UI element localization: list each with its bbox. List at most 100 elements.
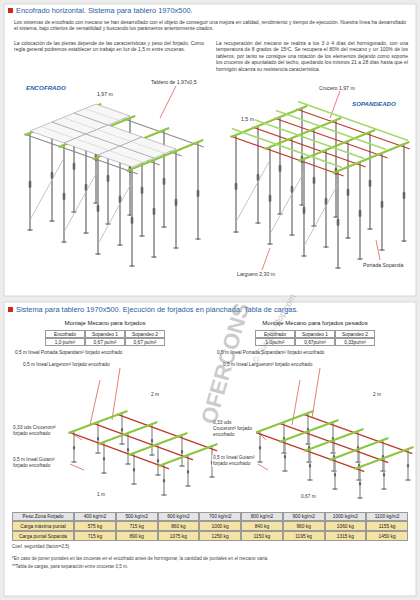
prop-collar — [153, 209, 156, 214]
leader-lines — [70, 86, 380, 470]
base-plate — [196, 239, 200, 240]
base-plate — [302, 256, 306, 257]
green-beam — [69, 411, 127, 433]
prop — [337, 172, 339, 268]
prop-collar — [369, 181, 372, 186]
table-value-cell: 1155 kg — [366, 521, 408, 531]
part-label: 1,5 m — [240, 116, 255, 122]
prop-collar — [73, 164, 76, 169]
base-plate — [118, 245, 122, 246]
green-beam — [99, 422, 157, 444]
table-header-cell: 600 kg/m2 — [158, 512, 200, 521]
base-plate — [290, 235, 294, 236]
prop — [334, 459, 335, 489]
prop — [335, 121, 337, 217]
prop-collar — [359, 211, 362, 216]
base-plate — [358, 498, 362, 499]
table-header-cell: Peso Zona Forjado — [12, 512, 74, 521]
callout-label: 1 m — [96, 492, 106, 498]
prop-collar — [347, 190, 350, 195]
prop-collar — [85, 185, 88, 190]
table-value-cell: 1060 kg — [325, 521, 367, 531]
prop-collar — [403, 193, 406, 198]
section-title: Encofrado horizontal. Sistema para table… — [16, 6, 396, 15]
green-beam — [129, 433, 187, 455]
prop — [309, 450, 310, 480]
prop — [151, 425, 152, 455]
prop-collar — [381, 202, 384, 207]
prop — [291, 139, 293, 235]
prop — [97, 423, 98, 453]
base-plate — [96, 254, 100, 255]
prop-collar — [97, 206, 100, 211]
table-value-cell: 575 kg — [74, 521, 116, 531]
panel — [4, 302, 416, 596]
table-header-cell: 800 kg/m2 — [241, 512, 283, 521]
table-header-cell: 400 kg/m2 — [74, 512, 116, 521]
table-value-cell: 1000 kg — [199, 521, 241, 531]
prop-collar — [107, 176, 110, 181]
base-plate — [358, 259, 362, 260]
view-heading: ENCOFRADO — [26, 84, 66, 91]
prop-collar — [235, 184, 238, 189]
table-value-cell: 1195 kg — [283, 531, 325, 541]
prop-collar — [141, 188, 144, 193]
prop-collar — [163, 480, 165, 482]
base-plate — [346, 238, 350, 239]
table-value-cell: 890 kg — [116, 531, 158, 541]
prop-collar — [175, 200, 178, 205]
prop — [157, 445, 158, 475]
table-cell: Encofrado — [45, 330, 85, 338]
prop-collar — [309, 465, 311, 467]
part-label: Tablero de 1,97x0,5 — [150, 79, 198, 85]
prop-collar — [279, 166, 282, 171]
prop-collar — [73, 447, 75, 449]
prop-collar — [131, 218, 134, 223]
prop — [175, 152, 177, 248]
base-plate — [174, 248, 178, 249]
table-value-cell: 960 kg — [283, 521, 325, 531]
base-plate — [308, 480, 312, 481]
prop-collar — [291, 187, 294, 192]
prop — [383, 459, 384, 489]
prop — [313, 130, 315, 226]
table-cell: Sopandeo 2 — [335, 330, 375, 338]
base-plate — [368, 229, 372, 230]
table-cell: Sopandeo 1 — [295, 330, 335, 338]
prop — [163, 465, 164, 495]
table-value-cell: 1450 kg — [366, 531, 408, 541]
secondary-beam — [94, 423, 193, 459]
prop — [181, 436, 182, 466]
base-plate — [380, 250, 384, 251]
prop — [303, 160, 305, 256]
leader — [262, 248, 270, 270]
callout-label: 0,5 m lineal Portada Sopandam² forjado e… — [14, 350, 214, 356]
base-plate — [140, 236, 144, 237]
base-plate — [186, 486, 190, 487]
part-label: Larguero 2,30 m — [236, 271, 276, 277]
base-plate — [258, 462, 262, 463]
table-cell: 0,67 pu/m² — [125, 338, 165, 346]
table-value-cell: 1315 kg — [325, 531, 367, 541]
leader — [258, 464, 268, 470]
leader — [70, 464, 84, 470]
base-plate — [132, 484, 136, 485]
prop-collar — [29, 182, 32, 187]
base-plate — [336, 268, 340, 269]
panel-seam — [97, 130, 131, 142]
prop — [325, 151, 327, 247]
prop — [259, 432, 260, 462]
table-cell: 0,33pu/m² — [335, 338, 375, 346]
prop-collar — [269, 196, 272, 201]
prop — [119, 149, 121, 245]
brace — [236, 160, 270, 222]
callout-label: 0,67 m — [300, 494, 317, 500]
prop-collar — [133, 469, 135, 471]
prop-collar — [313, 178, 316, 183]
prop-collar — [187, 471, 189, 473]
prop-collar — [325, 199, 328, 204]
table-value-cell: 860 kg — [158, 521, 200, 531]
prop — [103, 443, 104, 473]
bullet — [8, 8, 13, 13]
leader — [90, 380, 100, 425]
